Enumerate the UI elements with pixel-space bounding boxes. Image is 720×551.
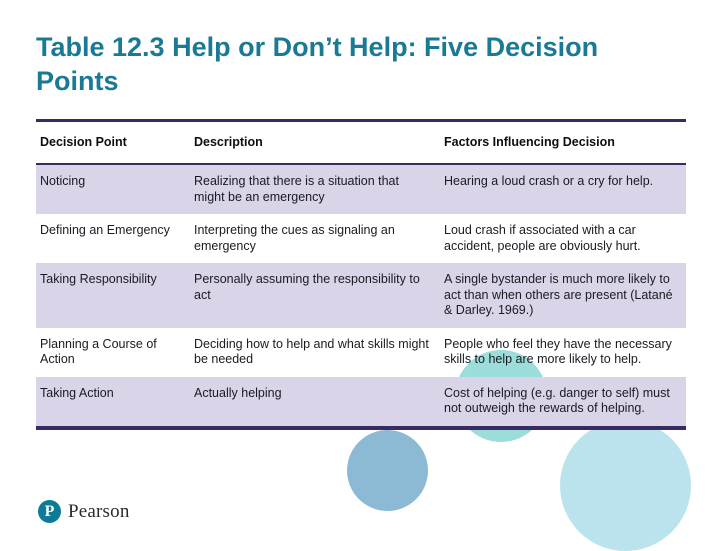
page-title: Table 12.3 Help or Don’t Help: Five Deci… <box>36 32 599 96</box>
column-header-decision-point: Decision Point <box>36 119 190 165</box>
cell-description: Deciding how to help and what skills mig… <box>194 336 429 367</box>
column-header-description: Description <box>190 119 440 165</box>
pearson-p-icon: P <box>38 500 61 523</box>
cell-factors: People who feel they have the necessary … <box>444 336 672 367</box>
light-blue-circle <box>560 420 691 551</box>
pearson-logo: P Pearson <box>38 500 130 523</box>
decision-points-table-container: Decision Point Description Factors Influ… <box>36 119 686 430</box>
cell-description: Realizing that there is a situation that… <box>190 164 440 214</box>
table-row: Taking Responsibility Personally assumin… <box>36 263 686 328</box>
cell-decision-point: Taking Responsibility <box>36 263 190 328</box>
decision-points-table: Decision Point Description Factors Influ… <box>36 119 686 430</box>
cell-factors: Loud crash if associated with a car acci… <box>444 223 641 253</box>
table-header-row: Decision Point Description Factors Influ… <box>36 119 686 165</box>
table-row: Taking Action Actually helping Cost of h… <box>36 376 686 430</box>
cell-factors: Hearing a loud crash or a cry for help. <box>440 164 686 214</box>
cell-decision-point: Taking Action <box>36 376 190 430</box>
cell-description: Interpreting the cues as signaling an em… <box>194 223 395 253</box>
cell-factors: A single bystander is much more likely t… <box>440 263 686 328</box>
cell-factors: Cost of helping (e.g. danger to self) mu… <box>440 376 686 430</box>
table-row: Noticing Realizing that there is a situa… <box>36 164 686 214</box>
table-header: Decision Point Description Factors Influ… <box>36 119 686 165</box>
cell-decision-point: Planning a Course of Action <box>40 336 157 367</box>
table-row: Defining an Emergency Interpreting the c… <box>36 214 686 263</box>
cell-description: Actually helping <box>190 376 440 430</box>
blue-gray-circle <box>347 430 428 511</box>
column-header-factors: Factors Influencing Decision <box>440 119 686 165</box>
cell-decision-point: Noticing <box>36 164 190 214</box>
cell-decision-point: Defining an Emergency <box>40 223 170 237</box>
table-row: Planning a Course of Action Deciding how… <box>36 328 686 377</box>
pearson-wordmark: Pearson <box>68 500 130 522</box>
cell-description: Personally assuming the responsibility t… <box>190 263 440 328</box>
table-body: Noticing Realizing that there is a situa… <box>36 164 686 430</box>
